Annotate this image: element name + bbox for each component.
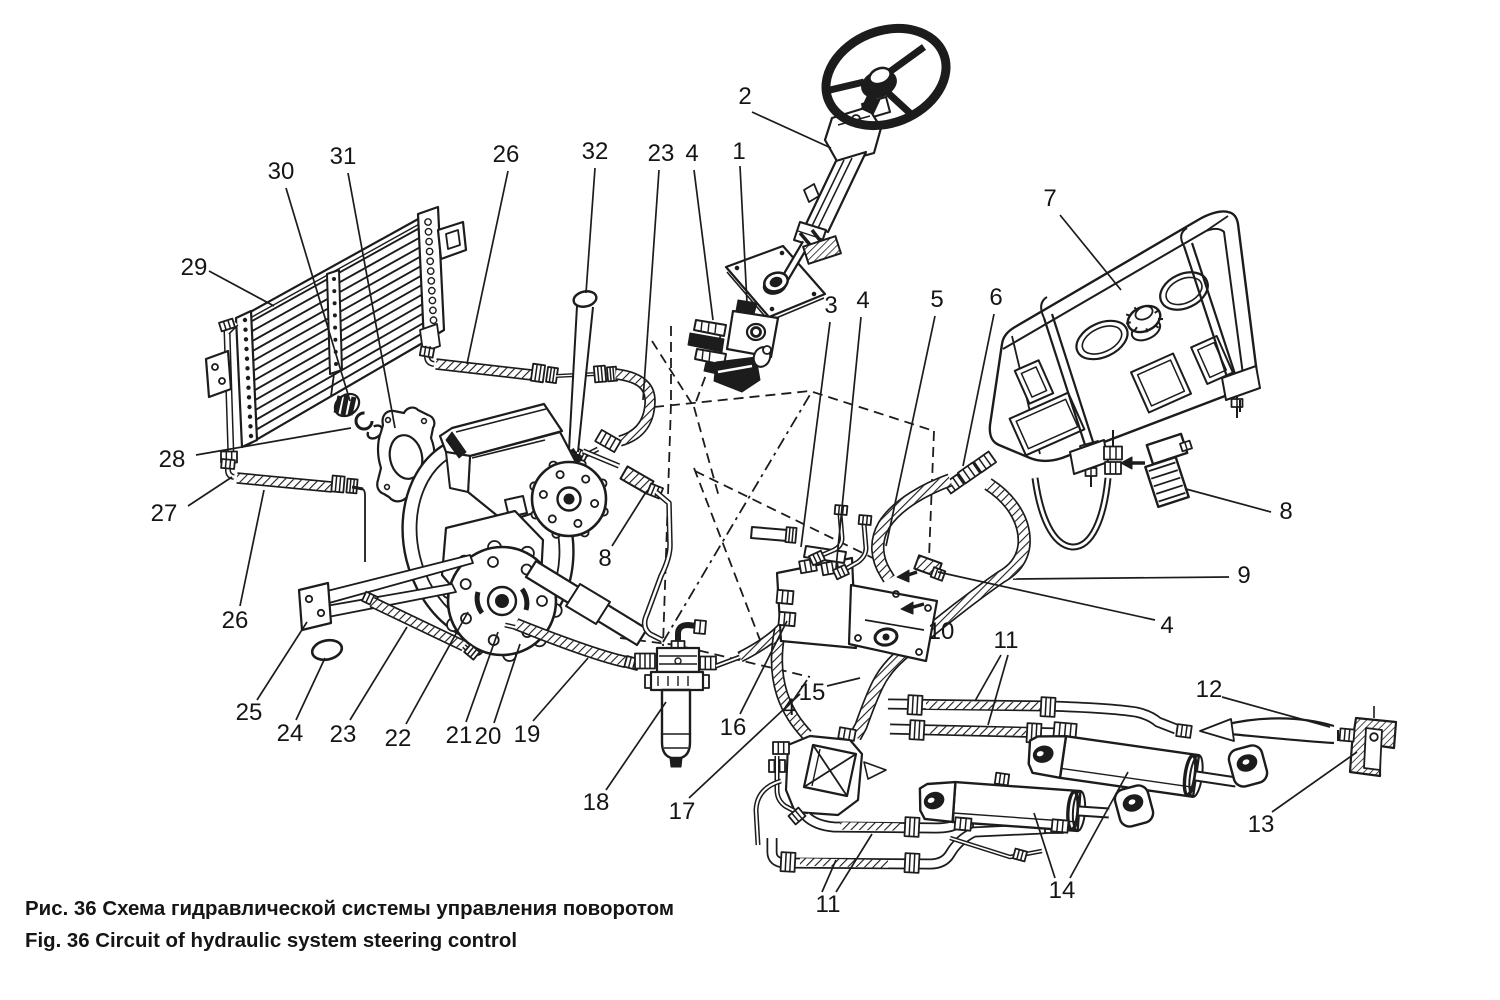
svg-text:21: 21 xyxy=(446,722,473,749)
svg-text:26: 26 xyxy=(493,141,520,168)
svg-text:12: 12 xyxy=(1196,676,1223,703)
svg-text:24: 24 xyxy=(277,720,304,747)
svg-text:6: 6 xyxy=(989,284,1002,311)
svg-text:19: 19 xyxy=(514,721,541,748)
svg-text:16: 16 xyxy=(720,714,747,741)
svg-text:4: 4 xyxy=(685,140,698,167)
svg-text:11: 11 xyxy=(816,891,841,918)
svg-text:28: 28 xyxy=(159,446,186,473)
svg-text:26: 26 xyxy=(222,607,249,634)
svg-text:23: 23 xyxy=(330,721,357,748)
svg-text:2: 2 xyxy=(738,83,751,110)
svg-text:15: 15 xyxy=(799,679,826,706)
svg-text:Рис. 36 Схема гидравлической с: Рис. 36 Схема гидравлической системы упр… xyxy=(25,897,674,920)
svg-text:1: 1 xyxy=(732,138,745,165)
svg-text:20: 20 xyxy=(475,723,502,750)
svg-text:27: 27 xyxy=(151,500,178,527)
svg-text:22: 22 xyxy=(385,725,412,752)
svg-text:4: 4 xyxy=(856,287,869,314)
svg-text:14: 14 xyxy=(1049,877,1076,904)
svg-text:23: 23 xyxy=(648,140,675,167)
svg-text:32: 32 xyxy=(582,138,609,165)
svg-text:13: 13 xyxy=(1248,811,1275,838)
svg-text:31: 31 xyxy=(330,143,357,170)
svg-text:30: 30 xyxy=(268,158,295,185)
svg-text:Fig. 36 Circuit of hydraulic s: Fig. 36 Circuit of hydraulic system stee… xyxy=(25,929,517,952)
svg-text:10: 10 xyxy=(928,618,955,645)
svg-text:8: 8 xyxy=(598,545,611,572)
svg-text:18: 18 xyxy=(583,789,610,816)
svg-text:9: 9 xyxy=(1237,562,1250,589)
svg-text:5: 5 xyxy=(930,286,943,313)
svg-text:4: 4 xyxy=(1160,612,1173,639)
svg-text:29: 29 xyxy=(181,254,208,281)
svg-text:3: 3 xyxy=(824,292,837,319)
svg-text:7: 7 xyxy=(1043,185,1056,212)
svg-text:11: 11 xyxy=(994,627,1019,654)
svg-text:25: 25 xyxy=(236,699,263,726)
svg-text:8: 8 xyxy=(1279,498,1292,525)
svg-text:17: 17 xyxy=(669,798,696,825)
